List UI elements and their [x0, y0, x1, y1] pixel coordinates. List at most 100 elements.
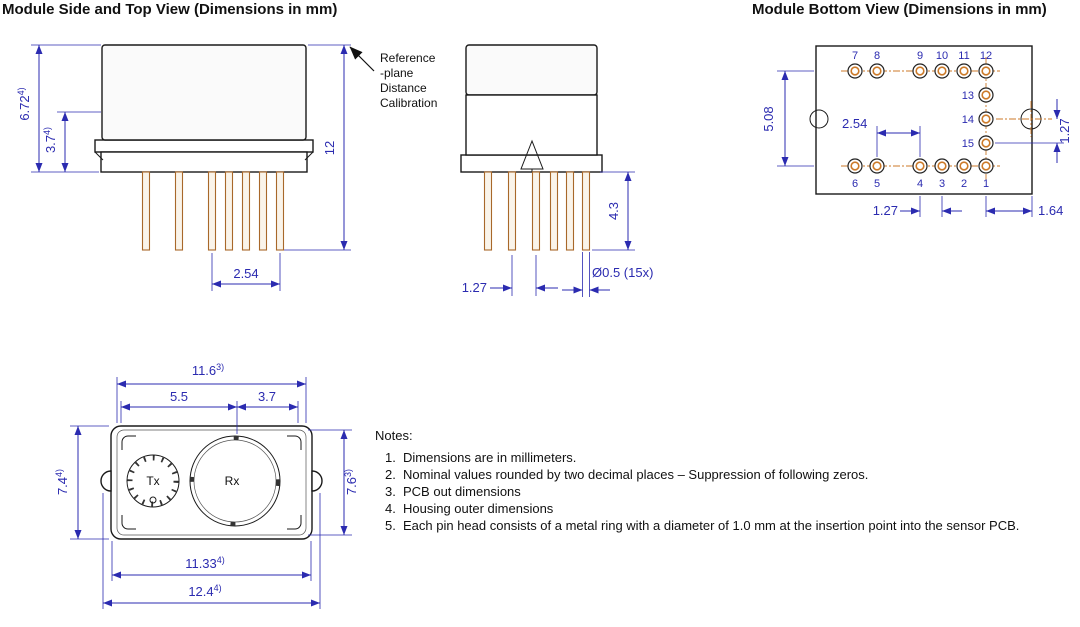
dim-row-spacing: 5.08 [761, 70, 814, 167]
pin-number: 13 [962, 90, 974, 102]
pin-3 [934, 158, 950, 174]
dim-label-pin-diameter: Ø0.5 (15x) [592, 265, 653, 280]
dim-edge-offset: 1.64 [985, 196, 1063, 218]
note-text: PCB out dimensions [403, 484, 521, 499]
front-view: 4.3 1.27 Ø0.5 (15x) [460, 44, 653, 297]
dim-label-row-spacing: 5.08 [761, 106, 776, 131]
dim-label-side-pin-pitch: 2.54 [233, 266, 258, 281]
bottom-view-pins [847, 63, 994, 174]
pin-number: 3 [939, 178, 945, 190]
pin-number: 14 [962, 114, 974, 126]
dim-label-col-pitch: 1.27 [1057, 118, 1072, 143]
notes-section: Notes: 1. Dimensions are in millimeters.… [375, 428, 1019, 533]
ext-line [31, 44, 101, 173]
tx-coil: Tx [126, 454, 180, 508]
reference-plane-annotation: Reference -plane Distance Calibration [349, 46, 437, 110]
dim-pin-diameter: Ø0.5 (15x) [562, 252, 653, 297]
pin-number: 9 [917, 50, 923, 62]
pin-7 [847, 63, 863, 79]
dim-pcb-width: 11.63) [116, 362, 307, 423]
ext-line [582, 252, 590, 297]
tx-label: Tx [146, 474, 159, 488]
dim-label-housing-width: 12.44) [188, 583, 221, 599]
pin [549, 171, 559, 251]
pin-number: 7 [852, 50, 858, 62]
dim-label-pcb-depth: 7.63) [343, 469, 359, 495]
dim-label-bottom-pitch: 1.27 [873, 203, 898, 218]
pin [258, 171, 268, 251]
dim-pcb-height: 7.63) [308, 429, 359, 536]
note-number: 2. [385, 467, 396, 482]
dim-pin-length: 4.3 [592, 171, 635, 251]
annotation-line: Calibration [380, 96, 437, 110]
pin [141, 171, 151, 251]
note-text: Each pin head consists of a metal ring w… [403, 518, 1019, 533]
dim-center-gap: 2.54 [842, 116, 921, 157]
title-bottom-view: Module Bottom View (Dimensions in mm) [752, 1, 1047, 18]
rx-notches [190, 436, 280, 526]
dim-side-pin-pitch: 2.54 [211, 253, 281, 291]
dim-label-pcb-width: 11.63) [192, 362, 224, 378]
annotation-line: Distance [380, 81, 427, 95]
note-text: Housing outer dimensions [403, 501, 554, 516]
pin-number: 4 [917, 178, 923, 190]
pin-number: 10 [936, 50, 948, 62]
note-text: Nominal values rounded by two decimal pl… [403, 467, 868, 482]
left-hole [809, 109, 829, 129]
dim-label-tx-offset: 5.5 [170, 389, 188, 404]
dim-housing-height: 6.724) [16, 44, 101, 173]
pin-number: 8 [874, 50, 880, 62]
title-side-top-view: Module Side and Top View (Dimensions in … [2, 1, 337, 18]
note-number: 3. [385, 484, 396, 499]
dim-label-housing-height: 6.724) [16, 87, 32, 120]
tx-detail [149, 496, 157, 504]
housing-flange [94, 139, 314, 153]
pin [241, 171, 251, 251]
pin [275, 171, 285, 251]
pin [581, 171, 591, 251]
pin-8 [869, 63, 885, 79]
dim-col-pitch: 1.27 [995, 99, 1072, 163]
note-number: 4. [385, 501, 396, 516]
dim-label-pin-length: 4.3 [606, 202, 621, 220]
corner-posts [121, 435, 302, 530]
housing-body [465, 94, 598, 156]
dim-inner-width: 11.334) [111, 541, 312, 581]
pin-number: 2 [961, 178, 967, 190]
leader-arrow [349, 46, 375, 72]
pin [565, 171, 575, 251]
bottom-view: 7 8 9 10 11 12 13 14 15 6 5 4 3 2 1 5.08… [761, 45, 1072, 218]
left-ear [100, 470, 112, 492]
dim-housing-height-top: 7.44) [54, 425, 109, 540]
housing-cap [101, 44, 307, 141]
dim-label-rx-offset: 3.7 [258, 389, 276, 404]
front-view-pins [483, 171, 591, 251]
dim-label-housing-depth: 7.44) [54, 469, 70, 495]
pin-number: 12 [980, 50, 992, 62]
dim-ref-height: 3.74) [42, 111, 101, 172]
pin-5 [869, 158, 885, 174]
top-view: Tx Rx 11.63) 5.5 3.7 7.44) 7. [54, 362, 359, 609]
ext-line [102, 493, 321, 609]
pin-number: 6 [852, 178, 858, 190]
annotation-line: -plane [380, 66, 414, 80]
notes-heading: Notes: [375, 428, 413, 443]
pin-number: 1 [983, 178, 989, 190]
dim-label-total-height: 12 [322, 141, 337, 155]
tx-outline [126, 454, 180, 508]
flange-chamfers [94, 151, 314, 161]
dim-label-front-pin-pitch: 1.27 [462, 280, 487, 295]
dim-label-ref-height: 3.74) [42, 127, 58, 153]
pcb-outline [116, 429, 307, 536]
pin [224, 171, 234, 251]
rx-coil: Rx [189, 435, 281, 527]
pin [207, 171, 217, 251]
pin-1 [978, 158, 994, 174]
ext-line [511, 255, 537, 296]
note-text: Dimensions are in millimeters. [403, 450, 576, 465]
side-view-pins [141, 171, 285, 251]
housing-cap [465, 44, 598, 96]
pin-11 [956, 63, 972, 79]
dim-coil-offsets: 5.5 3.7 [120, 389, 299, 434]
